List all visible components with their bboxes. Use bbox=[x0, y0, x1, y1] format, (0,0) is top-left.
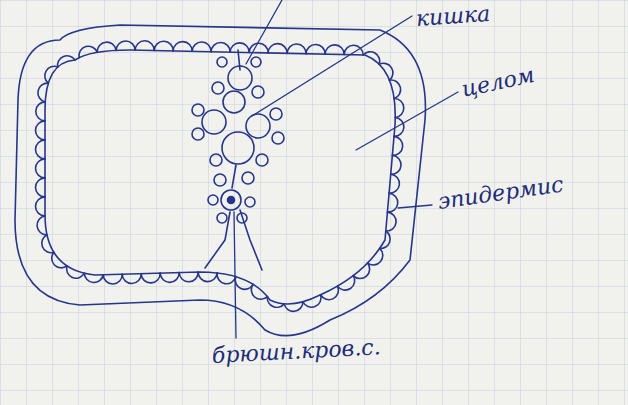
cell-scallop bbox=[198, 272, 217, 282]
cell-scallop bbox=[389, 80, 400, 99]
cell-scallop bbox=[303, 295, 321, 308]
cell-scallop bbox=[321, 286, 339, 300]
cell-scallop bbox=[97, 42, 116, 52]
cell-scallop bbox=[135, 41, 154, 51]
cell-scallop bbox=[45, 66, 58, 83]
cell-scallop bbox=[368, 248, 383, 265]
cell-scallop bbox=[103, 274, 122, 284]
cell-scallop bbox=[160, 273, 179, 283]
cell-scallop bbox=[217, 273, 236, 284]
cell-scallop bbox=[249, 43, 268, 53]
vessel-label: брюшн.кров.с. bbox=[211, 335, 381, 368]
cell-scallop bbox=[36, 197, 45, 216]
cell-scallop bbox=[116, 41, 135, 50]
cell-scallop bbox=[235, 277, 253, 290]
cell-scallop bbox=[387, 193, 397, 212]
cell-scallop bbox=[211, 42, 230, 52]
cell-scallop bbox=[122, 274, 141, 284]
cell-scallop bbox=[287, 44, 306, 54]
cell-scallop bbox=[36, 159, 46, 178]
cell-scallop bbox=[344, 45, 363, 55]
cell-scallop bbox=[363, 52, 380, 65]
cell-scallop bbox=[380, 231, 390, 248]
cell-scallop bbox=[389, 174, 399, 193]
cell-scallop bbox=[38, 83, 48, 102]
cell-scallop bbox=[36, 178, 46, 197]
coelom-label: целом bbox=[459, 63, 536, 102]
cell-scallop bbox=[268, 44, 287, 54]
cell-scallop bbox=[79, 46, 97, 57]
cell-scallop bbox=[67, 266, 85, 278]
cell-scallop bbox=[173, 42, 192, 52]
cell-scallop bbox=[391, 155, 401, 174]
cell-scallop bbox=[58, 56, 75, 67]
cell-scallop bbox=[267, 297, 284, 308]
cell-scallop bbox=[230, 43, 249, 53]
cell-scallop bbox=[284, 302, 303, 312]
cell-scallop bbox=[379, 63, 393, 80]
cell-scallop bbox=[325, 45, 344, 55]
cell-scallop bbox=[251, 284, 267, 299]
cell-scallop bbox=[141, 273, 160, 283]
cell-scallop bbox=[52, 252, 67, 267]
cell-scallop bbox=[386, 212, 396, 231]
cell-layer bbox=[36, 41, 404, 312]
gut-structure bbox=[192, 50, 284, 270]
cell-scallop bbox=[306, 44, 325, 54]
cell-scallop bbox=[36, 140, 46, 159]
cell-scallop bbox=[392, 136, 402, 155]
cell-scallop bbox=[36, 121, 46, 140]
cell-scallop bbox=[84, 273, 103, 282]
cell-scallop bbox=[42, 235, 54, 253]
epidermis-inner-line bbox=[45, 50, 395, 304]
cell-scallop bbox=[192, 42, 211, 52]
cell-scallop bbox=[394, 98, 404, 117]
leader-lines bbox=[234, 0, 458, 338]
cell-scallop bbox=[179, 272, 198, 282]
body-wall-outline bbox=[15, 25, 425, 336]
cell-scallop bbox=[37, 216, 47, 235]
gut-label: кишка bbox=[415, 2, 491, 31]
cell-scallop bbox=[353, 263, 369, 278]
cell-scallop bbox=[36, 102, 45, 121]
cell-scallop bbox=[337, 276, 354, 290]
epidermis-label: эпидермис bbox=[436, 173, 565, 215]
cell-scallop bbox=[154, 41, 173, 51]
